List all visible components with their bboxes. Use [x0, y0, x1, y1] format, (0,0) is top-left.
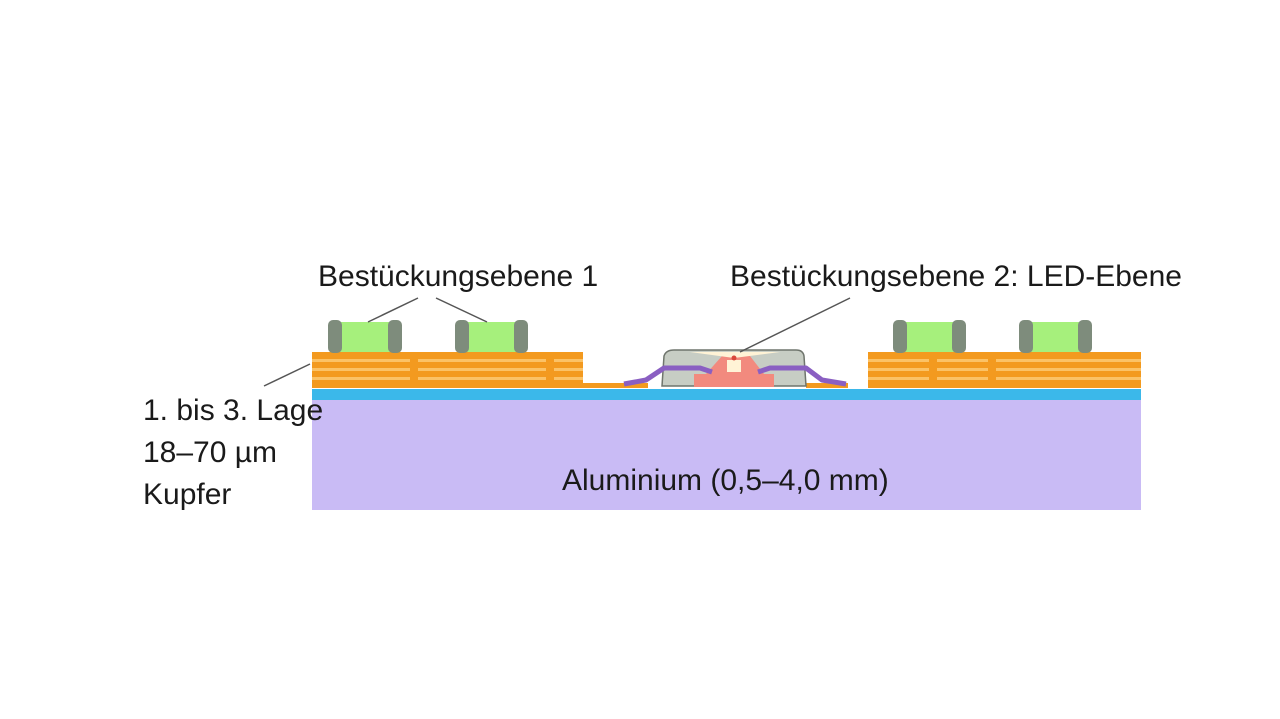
label-copper-line3: Kupfer: [143, 478, 231, 511]
copper-stack-left: [312, 352, 583, 388]
leader-layer1-b: [435, 297, 488, 323]
smd-component-1: [328, 320, 402, 353]
bond-wire-right: [757, 365, 847, 387]
leader-lines: [263, 297, 851, 387]
led-chip-base: [694, 374, 774, 387]
bond-wire-left: [623, 365, 713, 387]
smd-component-2: [455, 320, 528, 353]
copper-stack-right: [868, 352, 1141, 388]
label-layer2: Bestückungsebene 2: LED-Ebene: [730, 260, 1182, 293]
leader-layer1-a: [367, 297, 419, 323]
leader-copper: [263, 363, 311, 387]
aluminium-substrate: [312, 399, 1141, 510]
smd-component-3: [893, 320, 966, 353]
smd-component-4: [1019, 320, 1092, 353]
dielectric-layer: [312, 389, 1141, 400]
copper-trace-right: [806, 383, 848, 388]
leader-layer2: [739, 297, 851, 353]
label-aluminium: Aluminium (0,5–4,0 mm): [562, 464, 889, 497]
led-lens: [690, 352, 780, 358]
label-copper-line2: 18–70 µm: [143, 436, 277, 469]
label-copper-line1: 1. bis 3. Lage: [143, 394, 323, 427]
copper-trace-left: [496, 383, 648, 388]
label-layer1: Bestückungsebene 1: [318, 260, 598, 293]
led-package: [623, 349, 847, 387]
